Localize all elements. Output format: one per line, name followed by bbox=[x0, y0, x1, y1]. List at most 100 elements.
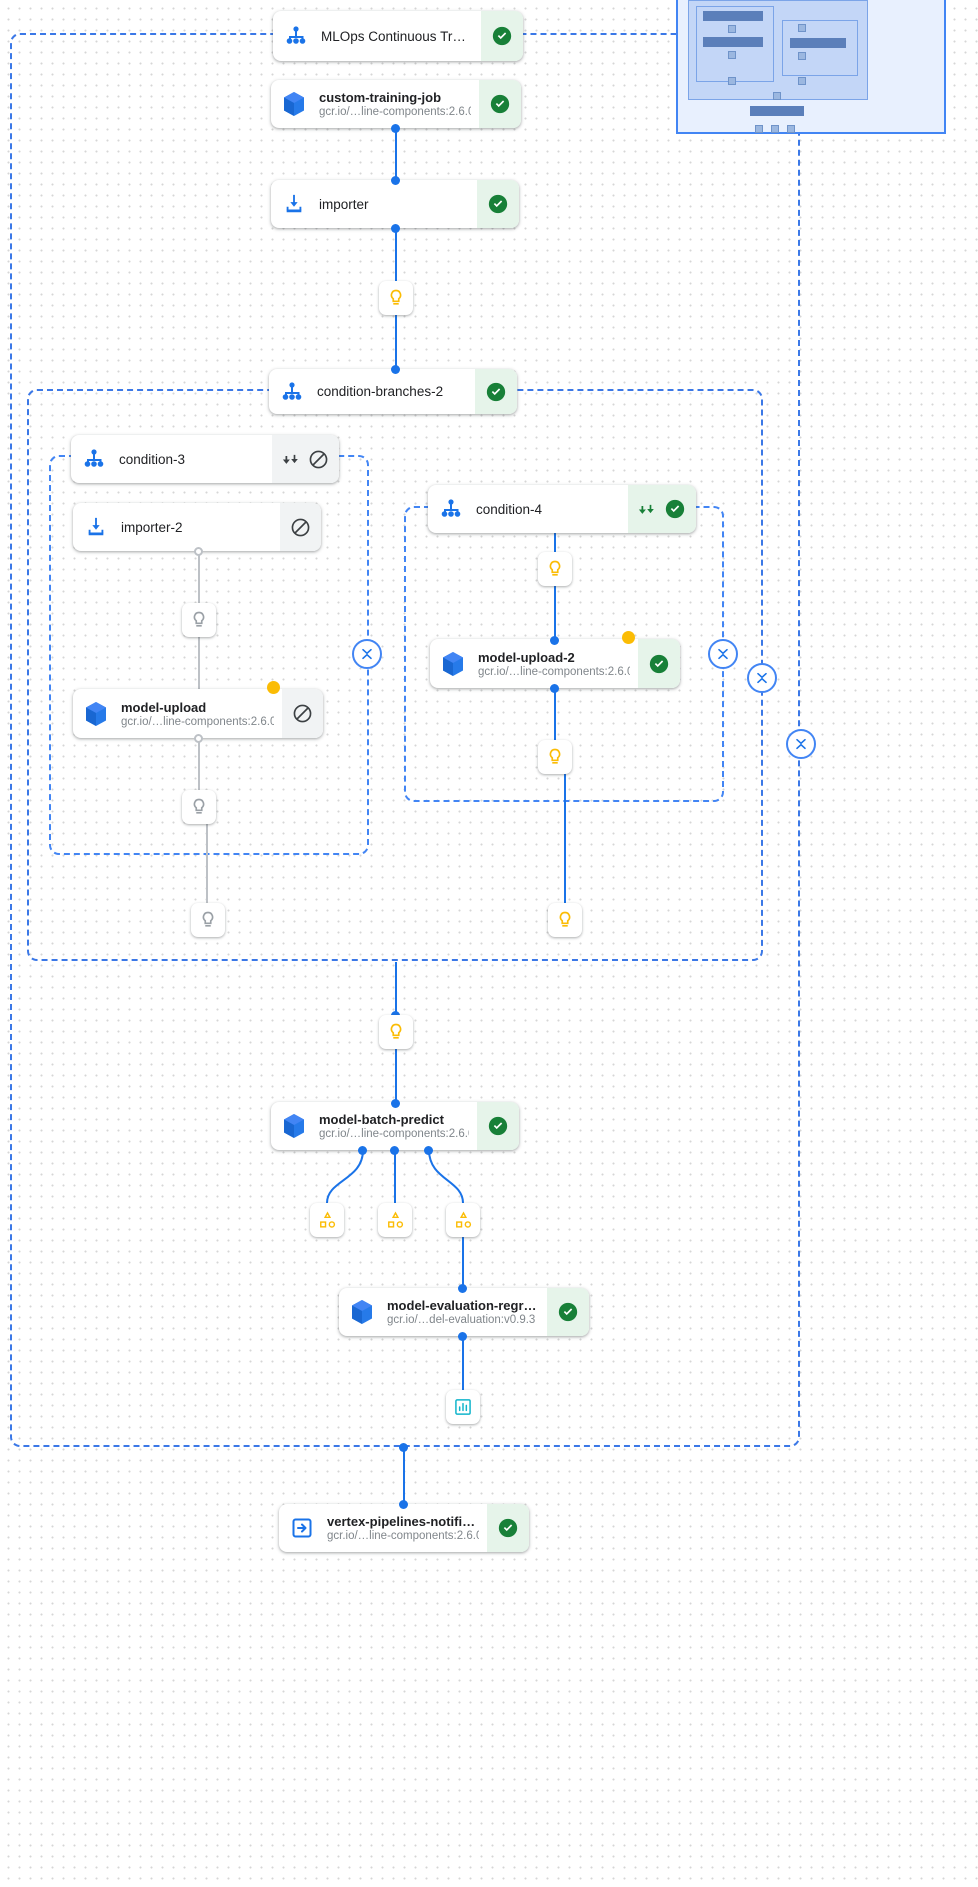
status-badge[interactable] bbox=[638, 639, 680, 688]
badge-lightbulb[interactable] bbox=[379, 281, 413, 315]
minimap-node bbox=[790, 38, 846, 48]
status-badge[interactable] bbox=[477, 180, 519, 228]
minimap-node bbox=[771, 125, 779, 133]
status-badge[interactable] bbox=[475, 369, 517, 414]
lightbulb-icon bbox=[559, 911, 571, 927]
edge-dot bbox=[399, 1500, 408, 1509]
artifact-output-dot bbox=[267, 681, 280, 694]
node-custom-training-job[interactable]: custom-training-job gcr.io/…line-compone… bbox=[271, 80, 521, 128]
collapse-chevrons-icon bbox=[757, 672, 767, 684]
node-text-block: model-upload-2 gcr.io/…line-components:2… bbox=[476, 639, 638, 688]
edge-dot bbox=[390, 1146, 399, 1155]
badge-lightbulb[interactable] bbox=[379, 1015, 413, 1049]
check-circle-icon bbox=[486, 382, 506, 401]
collapse-button-condition-4[interactable] bbox=[708, 639, 738, 669]
import-download-icon bbox=[271, 180, 317, 228]
badge-artifact-dataset[interactable] bbox=[378, 1203, 412, 1237]
minimap-node bbox=[703, 37, 763, 47]
node-condition-branches-2[interactable]: condition-branches-2 bbox=[269, 369, 517, 414]
lightbulb-icon bbox=[193, 798, 205, 814]
component-cube-icon bbox=[430, 639, 476, 688]
component-cube-icon bbox=[73, 689, 119, 738]
dag-root-icon bbox=[428, 485, 474, 533]
collapse-button-root[interactable] bbox=[786, 729, 816, 759]
minimap-group bbox=[782, 20, 858, 76]
node-title: importer bbox=[319, 196, 369, 212]
lightbulb-icon bbox=[549, 560, 561, 576]
node-title: vertex-pipelines-notificat… bbox=[327, 1514, 479, 1529]
minimap[interactable] bbox=[676, 0, 946, 134]
badge-lightbulb[interactable] bbox=[538, 740, 572, 774]
component-cube-icon bbox=[271, 1102, 317, 1150]
status-badge[interactable] bbox=[487, 1504, 529, 1552]
status-badge[interactable] bbox=[477, 1102, 519, 1150]
status-badge[interactable] bbox=[628, 485, 696, 533]
badge-lightbulb-disabled[interactable] bbox=[182, 790, 216, 824]
collapse-button-condition-branches-2[interactable] bbox=[747, 663, 777, 693]
badge-lightbulb[interactable] bbox=[538, 552, 572, 586]
node-model-batch-predict[interactable]: model-batch-predict gcr.io/…line-compone… bbox=[271, 1102, 519, 1150]
node-title: model-batch-predict bbox=[319, 1112, 444, 1127]
minimap-node bbox=[773, 92, 781, 100]
edge-dot bbox=[399, 1443, 408, 1452]
status-badge[interactable] bbox=[481, 11, 523, 61]
status-badge[interactable] bbox=[272, 435, 339, 483]
node-subtitle: gcr.io/…line-components:2.6.0 bbox=[478, 665, 630, 678]
artifact-dataset-icon bbox=[319, 1210, 335, 1228]
node-subtitle: gcr.io/…del-evaluation:v0.9.3 bbox=[387, 1314, 536, 1326]
node-vertex-pipelines-notification[interactable]: vertex-pipelines-notificat… gcr.io/…line… bbox=[279, 1504, 529, 1552]
dag-root-icon bbox=[71, 435, 117, 483]
badge-artifact-dataset[interactable] bbox=[310, 1203, 344, 1237]
edge-dot bbox=[458, 1284, 467, 1293]
collapse-chevrons-icon bbox=[796, 738, 806, 750]
node-text-block: custom-training-job gcr.io/…line-compone… bbox=[317, 80, 479, 128]
edge-dot bbox=[550, 684, 559, 693]
node-condition-4[interactable]: condition-4 bbox=[428, 485, 696, 533]
node-mlops-continuous-training[interactable]: MLOps Continuous Traini… bbox=[273, 11, 523, 61]
minimap-node bbox=[728, 51, 736, 59]
badge-lightbulb-disabled[interactable] bbox=[182, 603, 216, 637]
node-title: model-upload-2 bbox=[478, 649, 575, 665]
import-download-icon bbox=[73, 503, 119, 551]
node-importer-2[interactable]: importer-2 bbox=[73, 503, 321, 551]
node-text-block: vertex-pipelines-notificat… gcr.io/…line… bbox=[325, 1504, 487, 1552]
node-importer[interactable]: importer bbox=[271, 180, 519, 228]
status-badge[interactable] bbox=[479, 80, 521, 128]
node-title: condition-branches-2 bbox=[317, 384, 444, 399]
edge-dot bbox=[391, 176, 400, 185]
node-text-block: model-batch-predict gcr.io/…line-compone… bbox=[317, 1102, 477, 1150]
node-model-upload-2[interactable]: model-upload-2 gcr.io/…line-components:2… bbox=[430, 639, 680, 688]
lightbulb-icon bbox=[390, 1023, 402, 1039]
node-title: condition-3 bbox=[119, 451, 186, 467]
node-model-upload[interactable]: model-upload gcr.io/…line-components:2.6… bbox=[73, 689, 323, 738]
status-badge[interactable] bbox=[280, 503, 321, 551]
badge-metrics-chart[interactable] bbox=[446, 1390, 480, 1424]
edge-dot bbox=[358, 1146, 367, 1155]
badge-artifact-dataset[interactable] bbox=[446, 1203, 480, 1237]
node-model-evaluation-regression[interactable]: model-evaluation-regres… gcr.io/…del-eva… bbox=[339, 1288, 589, 1336]
node-text-block: condition-branches-2 bbox=[315, 369, 475, 414]
edge-dot bbox=[458, 1332, 467, 1341]
collapse-chevrons-icon bbox=[362, 648, 372, 660]
node-subtitle: gcr.io/…line-components:2.6.0 bbox=[121, 715, 274, 728]
check-circle-icon bbox=[488, 194, 508, 214]
check-circle-icon bbox=[558, 1302, 578, 1322]
edge-dot bbox=[391, 124, 400, 133]
status-badge[interactable] bbox=[547, 1288, 589, 1336]
check-circle-icon bbox=[649, 654, 669, 673]
node-title: condition-4 bbox=[476, 501, 543, 517]
check-circle-icon bbox=[490, 94, 510, 114]
edge-dot-disabled bbox=[194, 547, 203, 556]
node-condition-3[interactable]: condition-3 bbox=[71, 435, 339, 483]
node-title: MLOps Continuous Traini… bbox=[321, 28, 473, 44]
node-subtitle: gcr.io/…line-components:2.6.0 bbox=[319, 1128, 469, 1140]
artifact-dataset-icon bbox=[455, 1210, 471, 1228]
badge-lightbulb-disabled[interactable] bbox=[191, 903, 225, 937]
collapse-button-condition-3[interactable] bbox=[352, 639, 382, 669]
status-badge[interactable] bbox=[282, 689, 323, 738]
edge-dot-disabled bbox=[194, 734, 203, 743]
badge-lightbulb[interactable] bbox=[548, 903, 582, 937]
edge-dot bbox=[391, 1099, 400, 1108]
check-circle-icon bbox=[665, 499, 685, 519]
